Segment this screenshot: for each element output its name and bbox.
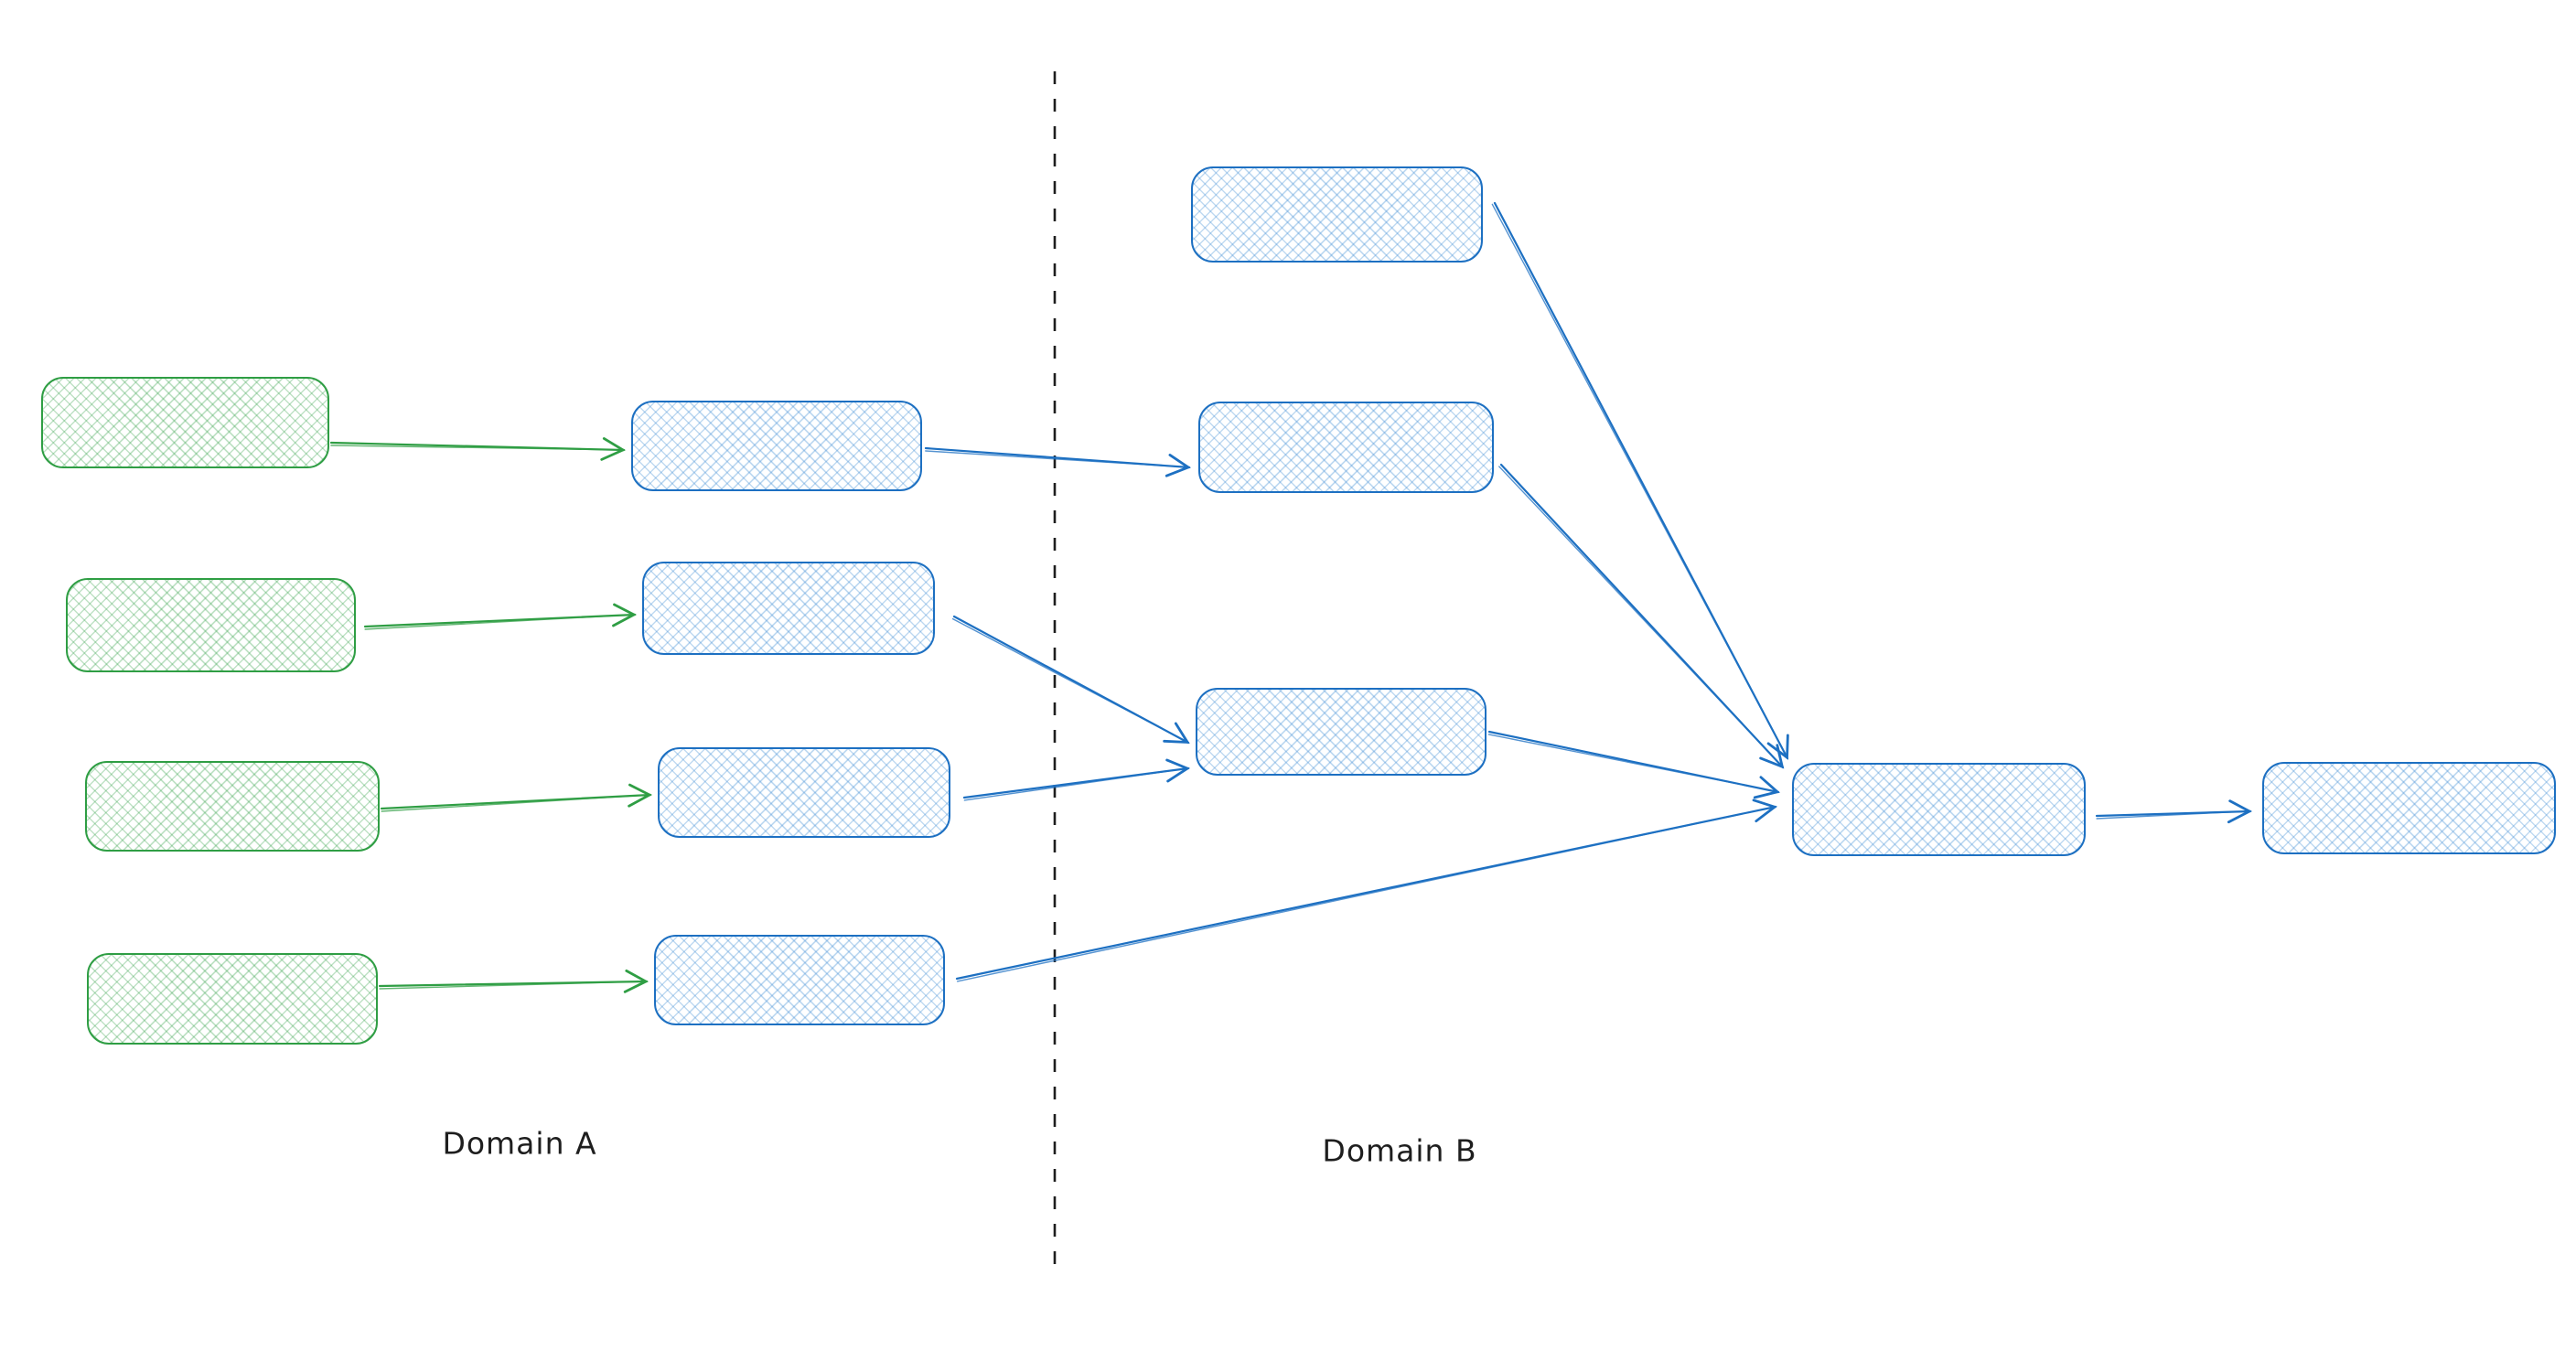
node-domain-a-source-3[interactable]: [85, 761, 380, 852]
arrow-process3-to-bnode3[interactable]: [962, 758, 1191, 801]
node-domain-b-output[interactable]: [2262, 762, 2556, 854]
arrow-process1-to-bnode2[interactable]: [924, 446, 1192, 477]
arrow-source2-to-process2[interactable]: [363, 603, 638, 630]
arrow-bnode2-to-merge[interactable]: [1498, 463, 1785, 769]
arrow-source1-to-process1[interactable]: [329, 437, 627, 461]
node-domain-a-process-2[interactable]: [642, 562, 935, 655]
node-domain-b-node-3[interactable]: [1196, 688, 1487, 776]
arrow-process4-to-merge[interactable]: [955, 799, 1777, 982]
domain-b-label[interactable]: Domain B: [1322, 1132, 1477, 1169]
arrow-process2-to-bnode3[interactable]: [951, 615, 1190, 745]
node-domain-a-source-2[interactable]: [66, 578, 356, 672]
node-domain-b-merge[interactable]: [1792, 763, 2086, 856]
arrow-bnode3-to-merge[interactable]: [1487, 730, 1780, 799]
node-domain-a-source-4[interactable]: [87, 953, 378, 1045]
node-domain-b-node-1[interactable]: [1191, 166, 1483, 263]
arrow-merge-to-output[interactable]: [2095, 799, 2253, 824]
node-domain-a-source-1[interactable]: [41, 377, 329, 468]
arrow-bnode1-to-merge[interactable]: [1491, 201, 1789, 760]
domain-a-label[interactable]: Domain A: [442, 1125, 597, 1162]
node-domain-b-node-2[interactable]: [1198, 402, 1494, 493]
node-domain-a-process-4[interactable]: [654, 935, 945, 1025]
arrow-source4-to-process4[interactable]: [378, 969, 649, 993]
node-domain-a-process-1[interactable]: [631, 401, 922, 491]
node-domain-a-process-3[interactable]: [658, 747, 950, 838]
arrow-source3-to-process3[interactable]: [380, 783, 653, 812]
